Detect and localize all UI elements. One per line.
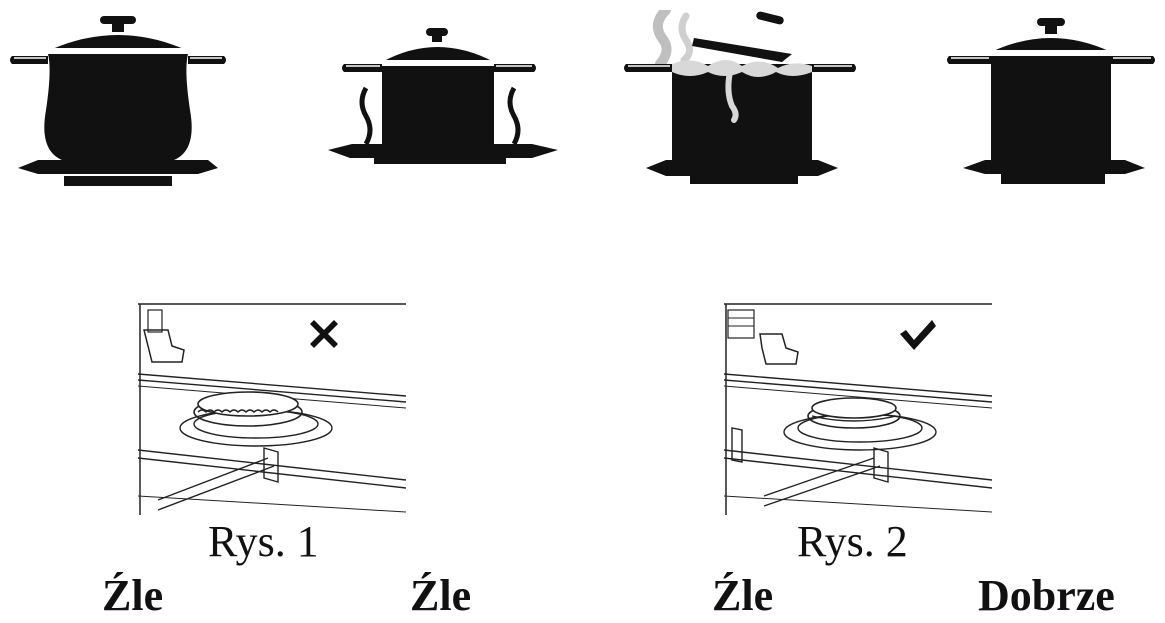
- verdict-label-2: Źle: [410, 571, 472, 620]
- figure-caption-1: Rys. 1: [208, 517, 319, 566]
- cross-icon: [306, 316, 342, 352]
- verdict-label-4: Dobrze: [978, 571, 1115, 620]
- burner-figure-1: [138, 300, 406, 515]
- pot-too-small-burner-icon: [8, 10, 228, 190]
- pot-flame-overhang-icon: [322, 10, 562, 190]
- verdict-label-3: Źle: [712, 571, 774, 620]
- verdict-label-1: Źle: [102, 571, 164, 620]
- pot-correct-fit-icon: [945, 10, 1165, 190]
- figure-caption-2: Rys. 2: [797, 517, 908, 566]
- burner-figure-2: [724, 300, 992, 515]
- checkmark-icon: [898, 318, 938, 352]
- pot-boiling-over-icon: [622, 10, 862, 190]
